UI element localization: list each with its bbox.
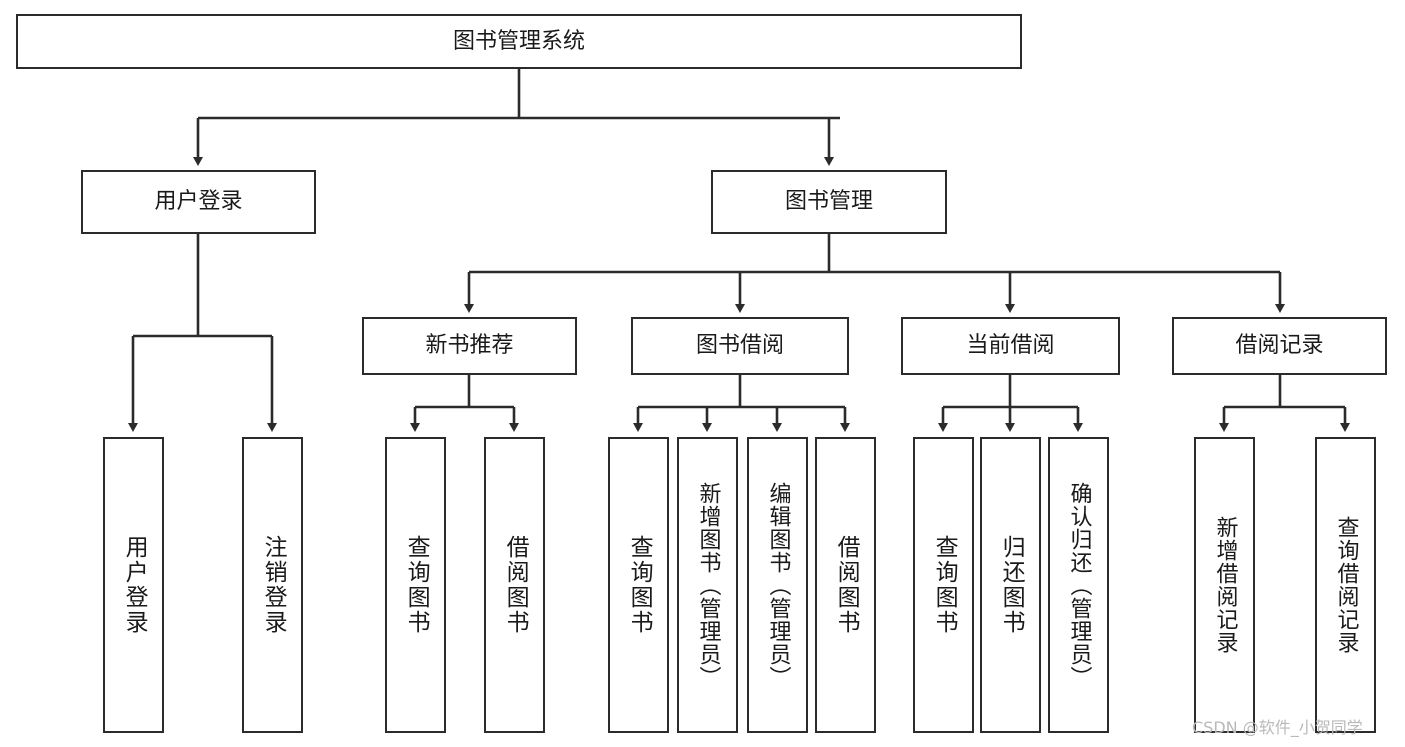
node-borrow-record-label: 借阅记录 xyxy=(1235,333,1324,359)
book-manage-to-level3-connectors xyxy=(464,234,1285,313)
node-leaf-return-book-label: 归还图书 xyxy=(998,535,1025,635)
user-login-subtree-connectors xyxy=(128,234,277,432)
node-leaf-borrow-book-1[interactable]: 借阅图书 xyxy=(484,437,545,733)
node-leaf-query-book-2-label: 查询图书 xyxy=(626,535,653,635)
node-leaf-user-login[interactable]: 用户登录 xyxy=(103,437,164,733)
node-new-book-recommend[interactable]: 新书推荐 xyxy=(362,317,577,375)
node-borrow-record[interactable]: 借阅记录 xyxy=(1172,317,1387,375)
node-leaf-borrow-book-2-label: 借阅图书 xyxy=(833,535,860,635)
node-leaf-edit-book[interactable]: 编辑图书（管理员） xyxy=(747,437,808,733)
node-new-book-recommend-label: 新书推荐 xyxy=(425,333,514,359)
node-leaf-add-record[interactable]: 新增借阅记录 xyxy=(1194,437,1255,733)
node-current-borrow-label: 当前借阅 xyxy=(966,333,1055,359)
node-leaf-query-book-3[interactable]: 查询图书 xyxy=(913,437,974,733)
node-leaf-user-login-label: 用户登录 xyxy=(121,535,148,635)
node-leaf-add-book-label: 新增图书（管理员） xyxy=(695,481,721,689)
node-root-label: 图书管理系统 xyxy=(452,28,585,54)
node-current-borrow[interactable]: 当前借阅 xyxy=(901,317,1120,375)
current-borrow-subtree-connectors xyxy=(938,375,1083,432)
node-leaf-query-book-2[interactable]: 查询图书 xyxy=(608,437,669,733)
node-leaf-add-record-label: 新增借阅记录 xyxy=(1212,516,1238,654)
node-book-borrow-label: 图书借阅 xyxy=(695,333,784,359)
node-leaf-query-record-label: 查询借阅记录 xyxy=(1333,516,1359,654)
node-book-manage-label: 图书管理 xyxy=(784,189,873,215)
node-leaf-query-book-1[interactable]: 查询图书 xyxy=(385,437,446,733)
node-leaf-logout-label: 注销登录 xyxy=(260,535,287,635)
node-leaf-query-book-3-label: 查询图书 xyxy=(931,535,958,635)
root-to-level2-connectors xyxy=(193,69,840,166)
node-leaf-query-book-1-label: 查询图书 xyxy=(403,535,430,635)
node-root[interactable]: 图书管理系统 xyxy=(16,14,1022,69)
node-leaf-borrow-book-2[interactable]: 借阅图书 xyxy=(815,437,876,733)
borrow-record-subtree-connectors xyxy=(1219,375,1350,432)
new-book-recommend-subtree-connectors xyxy=(410,375,519,432)
node-leaf-confirm-return[interactable]: 确认归还（管理员） xyxy=(1048,437,1109,733)
node-leaf-return-book[interactable]: 归还图书 xyxy=(980,437,1041,733)
node-leaf-add-book[interactable]: 新增图书（管理员） xyxy=(677,437,738,733)
node-leaf-borrow-book-1-label: 借阅图书 xyxy=(502,535,529,635)
node-book-manage[interactable]: 图书管理 xyxy=(711,170,947,234)
node-leaf-edit-book-label: 编辑图书（管理员） xyxy=(765,481,791,689)
node-book-borrow[interactable]: 图书借阅 xyxy=(631,317,849,375)
node-leaf-logout[interactable]: 注销登录 xyxy=(242,437,303,733)
book-borrow-subtree-connectors xyxy=(633,375,850,432)
node-leaf-query-record[interactable]: 查询借阅记录 xyxy=(1315,437,1376,733)
node-user-login[interactable]: 用户登录 xyxy=(81,170,316,234)
node-leaf-confirm-return-label: 确认归还（管理员） xyxy=(1066,481,1092,689)
node-user-login-label: 用户登录 xyxy=(154,189,243,215)
